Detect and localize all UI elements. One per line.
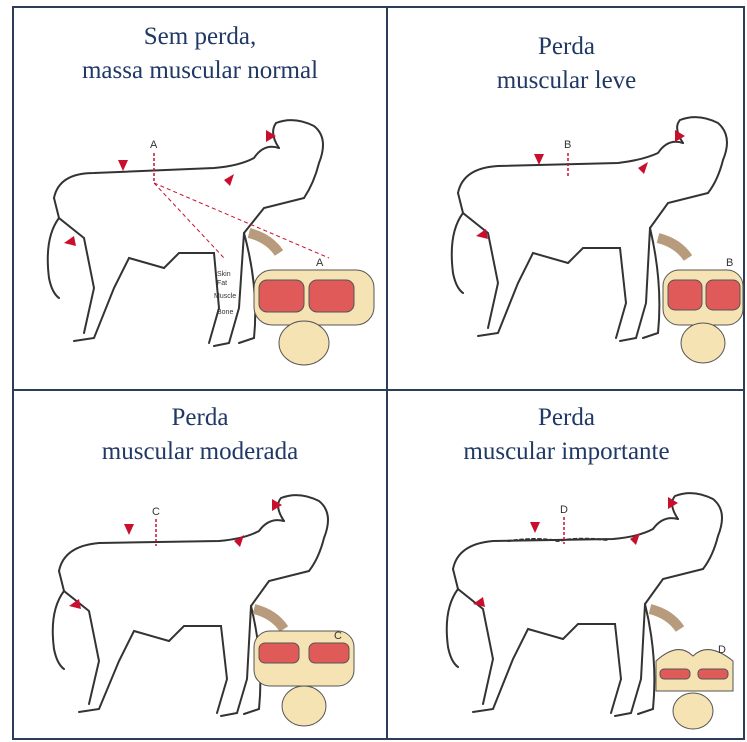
dog-illustration-severe: D D xyxy=(388,391,745,740)
marker-letter: C xyxy=(152,506,160,518)
layer-label-fat: Fat xyxy=(217,280,227,287)
section-letter: B xyxy=(726,257,733,269)
panel-severe: Perda muscular importante D xyxy=(388,391,745,740)
arrow-group xyxy=(473,497,678,607)
section-letter: A xyxy=(316,257,324,269)
marker-letter: B xyxy=(564,139,571,151)
panel-normal: Sem perda, massa muscular normal A xyxy=(14,8,386,389)
cross-section xyxy=(254,609,354,726)
arrow-group xyxy=(69,499,282,609)
dog-illustration-normal: A Skin Fat Muscle Bone A xyxy=(14,8,386,389)
layer-label-skin: Skin xyxy=(217,271,231,278)
cross-section xyxy=(249,233,374,365)
section-letter: C xyxy=(334,630,342,642)
dog-illustration-moderate: C C xyxy=(14,391,386,740)
arrow-group xyxy=(64,130,276,246)
layer-label-bone: Bone xyxy=(217,309,233,316)
panel-moderate: Perda muscular moderada C C xyxy=(14,391,386,740)
layer-label-muscle: Muscle xyxy=(214,293,236,300)
section-letter: D xyxy=(718,644,726,656)
dog-illustration-mild: B B xyxy=(388,8,745,389)
marker-letter: D xyxy=(560,504,568,516)
cross-section xyxy=(650,609,733,729)
panel-mild: Perda muscular leve B B xyxy=(388,8,745,389)
marker-letter: A xyxy=(150,139,158,151)
